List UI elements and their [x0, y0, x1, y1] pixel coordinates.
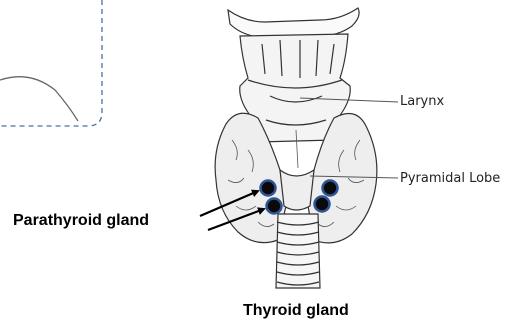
curve-fragment	[0, 77, 78, 121]
parathyroid-gland-label: Parathyroid gland	[13, 212, 149, 230]
isthmus	[280, 170, 314, 210]
hyoid-bone	[228, 8, 359, 38]
parathyroid-dot-lower-left	[267, 199, 282, 214]
parathyroid-dot-upper-left	[261, 181, 276, 196]
trachea	[276, 214, 320, 288]
parathyroid-dot-lower-right	[315, 197, 330, 212]
dashed-frame-fragment	[0, 0, 102, 126]
larynx-label: Larynx	[400, 94, 444, 109]
thyroid-gland-caption: Thyroid gland	[243, 302, 349, 320]
parathyroid-dot-upper-right	[323, 181, 338, 196]
pyramidal-lobe-label: Pyramidal Lobe	[400, 171, 500, 186]
